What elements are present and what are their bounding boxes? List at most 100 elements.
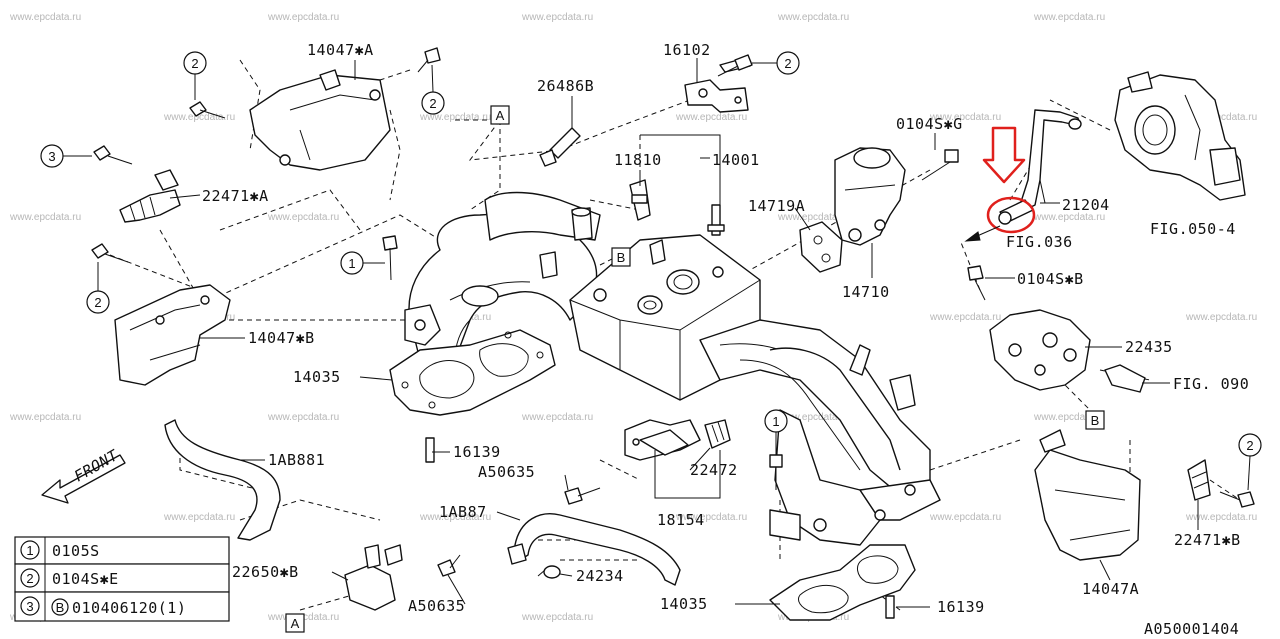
bolt-icon xyxy=(769,454,783,490)
bolt-icon xyxy=(382,235,398,281)
leader-lines xyxy=(169,58,1199,608)
watermark: www.epcdata.ru xyxy=(521,412,593,423)
legend-code: 0105S xyxy=(52,542,100,560)
watermark: www.epcdata.ru xyxy=(675,512,747,523)
part-label: 22471✱A xyxy=(202,187,269,205)
svg-text:1: 1 xyxy=(772,414,779,429)
watermark: www.epcdata.ru xyxy=(9,12,81,23)
clamp-24234 xyxy=(537,565,561,579)
part-14719a xyxy=(799,221,843,273)
part-label: 11810 xyxy=(614,151,662,169)
callout-2: 2 xyxy=(1238,433,1262,491)
part-label: 0104S✱B xyxy=(1017,270,1084,288)
part-label: 14047A xyxy=(1082,580,1139,598)
part-22472 xyxy=(704,419,731,449)
highlight-marker xyxy=(982,126,1036,234)
watermark: www.epcdata.ru xyxy=(1185,112,1257,123)
watermark: www.epcdata.ru xyxy=(267,12,339,23)
part-label: 18154 xyxy=(657,511,705,529)
watermark: www.epcdata.ru xyxy=(929,112,1001,123)
part-14710 xyxy=(834,147,906,246)
watermark: www.epcdata.ru xyxy=(675,112,747,123)
svg-text:2: 2 xyxy=(1246,438,1253,453)
watermark: www.epcdata.ru xyxy=(267,412,339,423)
callout-2: 2 xyxy=(183,51,207,100)
part-label: 21204 xyxy=(1062,196,1110,214)
watermark: www.epcdata.ru xyxy=(9,212,81,223)
bolt-icon xyxy=(91,243,129,263)
part-label: 24234 xyxy=(576,567,624,585)
legend-code: 0104S✱E xyxy=(52,570,119,588)
injector-sensors xyxy=(539,179,725,279)
part-14047a-top xyxy=(249,69,391,171)
part-label: 16139 xyxy=(937,598,985,616)
callout-2: 2 xyxy=(421,64,445,115)
watermark: www.epcdata.ru xyxy=(929,512,1001,523)
part-label: 16139 xyxy=(453,443,501,461)
watermark: www.epcdata.ru xyxy=(1033,212,1105,223)
callouts: 2 2 3 2 1 2 1 2 xyxy=(40,51,1262,491)
watermark: www.epcdata.ru xyxy=(521,612,593,623)
part-label: 22472 xyxy=(690,461,738,479)
part-22471b xyxy=(1187,459,1211,501)
legend-row: 2 0104S✱E xyxy=(20,568,119,588)
part-22435 xyxy=(989,309,1146,393)
part-14035-bottom xyxy=(769,544,916,621)
svg-text:B: B xyxy=(56,600,65,615)
part-label: 1AB881 xyxy=(268,451,325,469)
part-label: 14035 xyxy=(660,595,708,613)
svg-text:2: 2 xyxy=(26,571,33,586)
svg-text:1: 1 xyxy=(26,543,33,558)
highlight-ellipse xyxy=(986,196,1036,234)
part-label: A50635 xyxy=(408,597,465,615)
throttle-body xyxy=(1114,71,1246,201)
legend-row: 3 B 010406120(1) xyxy=(20,596,186,617)
part-label: FIG.050-4 xyxy=(1150,220,1236,238)
part-label: 22650✱B xyxy=(232,563,299,581)
part-label: 14047✱B xyxy=(248,329,315,347)
legend-code: 010406120(1) xyxy=(72,599,186,617)
part-14047a-right xyxy=(1034,429,1141,561)
bolt-icon xyxy=(717,54,753,77)
part-label: 26486B xyxy=(537,77,594,95)
bolt-icon xyxy=(189,101,226,119)
svg-text:2: 2 xyxy=(94,295,101,310)
svg-text:A: A xyxy=(291,616,300,631)
hose-1ab87 xyxy=(507,513,681,586)
ref-boxes: A B B A xyxy=(285,105,1105,633)
svg-text:2: 2 xyxy=(429,96,436,111)
part-label: 14001 xyxy=(712,151,760,169)
part-label: A50635 xyxy=(478,463,535,481)
ref-box-a: A xyxy=(490,105,510,125)
part-26486b xyxy=(539,127,581,167)
part-label: 14035 xyxy=(293,368,341,386)
legend-row: 1 0105S xyxy=(20,540,100,560)
bolt-icon xyxy=(967,265,986,301)
svg-text:B: B xyxy=(617,250,626,265)
watermark: www.epcdata.ru xyxy=(1185,512,1257,523)
svg-text:B: B xyxy=(1091,413,1100,428)
part-label: 14719A xyxy=(748,197,805,215)
part-label: 22435 xyxy=(1125,338,1173,356)
watermark: www.epcdata.ru xyxy=(163,512,235,523)
callout-1: 1 xyxy=(764,409,788,433)
part-22471a-top xyxy=(119,169,181,223)
part-14035-left xyxy=(389,329,556,416)
watermark: www.epcdata.ru xyxy=(777,412,849,423)
watermark: www.epcdata.ru xyxy=(267,212,339,223)
legend-table: 1 0105S 2 0104S✱E 3 B 010406120(1) xyxy=(14,536,230,622)
part-label: FIG. 090 xyxy=(1173,375,1249,393)
watermark: www.epcdata.ru xyxy=(419,112,491,123)
bolts xyxy=(91,47,1255,577)
svg-text:3: 3 xyxy=(48,149,55,164)
front-arrow: FRONT xyxy=(41,446,126,504)
watermark: www.epcdata.ru xyxy=(163,112,235,123)
svg-text:2: 2 xyxy=(784,56,791,71)
assembly-guides xyxy=(109,59,1241,611)
svg-text:A: A xyxy=(496,108,505,123)
watermark: www.epcdata.ru xyxy=(521,12,593,23)
part-label: 14047✱A xyxy=(307,41,374,59)
part-label: 1AB87 xyxy=(439,503,487,521)
bolt-icon xyxy=(921,149,959,181)
